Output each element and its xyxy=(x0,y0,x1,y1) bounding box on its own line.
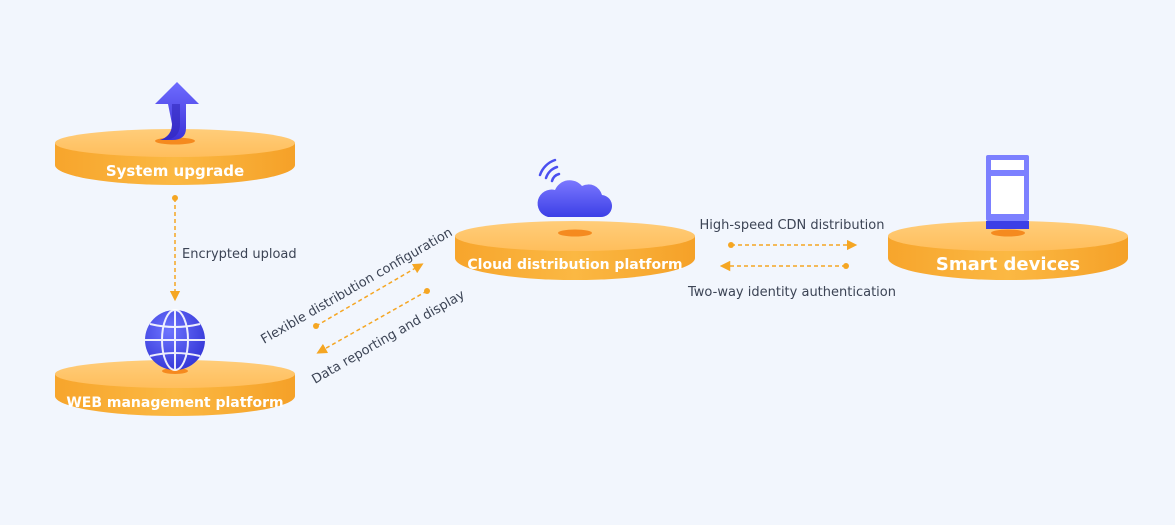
platform-system-upgrade: System upgrade xyxy=(55,129,295,185)
web-management-label: WEB management platform xyxy=(66,395,283,411)
cloud-signal-icon xyxy=(537,158,613,218)
cdn-distribution-label: High-speed CDN distribution xyxy=(699,218,884,233)
identity-auth-label: Two-way identity authentication xyxy=(687,285,896,300)
flexible-distribution-label: Flexible distribution configuration xyxy=(259,225,456,347)
cloud-distribution-label: Cloud distribution platform xyxy=(467,257,682,273)
edge-encrypted-upload: Encrypted upload xyxy=(169,195,297,302)
platform-cloud-distribution: Cloud distribution platform xyxy=(455,221,695,280)
upload-arrow-icon xyxy=(155,82,199,140)
device-terminal-icon xyxy=(986,155,1029,229)
globe-icon xyxy=(145,309,205,371)
system-upgrade-label: System upgrade xyxy=(106,162,244,180)
platform-web-management: WEB management platform xyxy=(55,360,295,416)
smart-devices-label: Smart devices xyxy=(936,254,1080,275)
encrypted-upload-label: Encrypted upload xyxy=(182,247,297,262)
edge-flexible-distribution: Flexible distribution configuration xyxy=(259,225,456,347)
platform-smart-devices: Smart devices xyxy=(888,221,1128,280)
edge-cdn-distribution: High-speed CDN distribution xyxy=(699,218,885,251)
edge-identity-auth: Two-way identity authentication xyxy=(687,260,896,300)
